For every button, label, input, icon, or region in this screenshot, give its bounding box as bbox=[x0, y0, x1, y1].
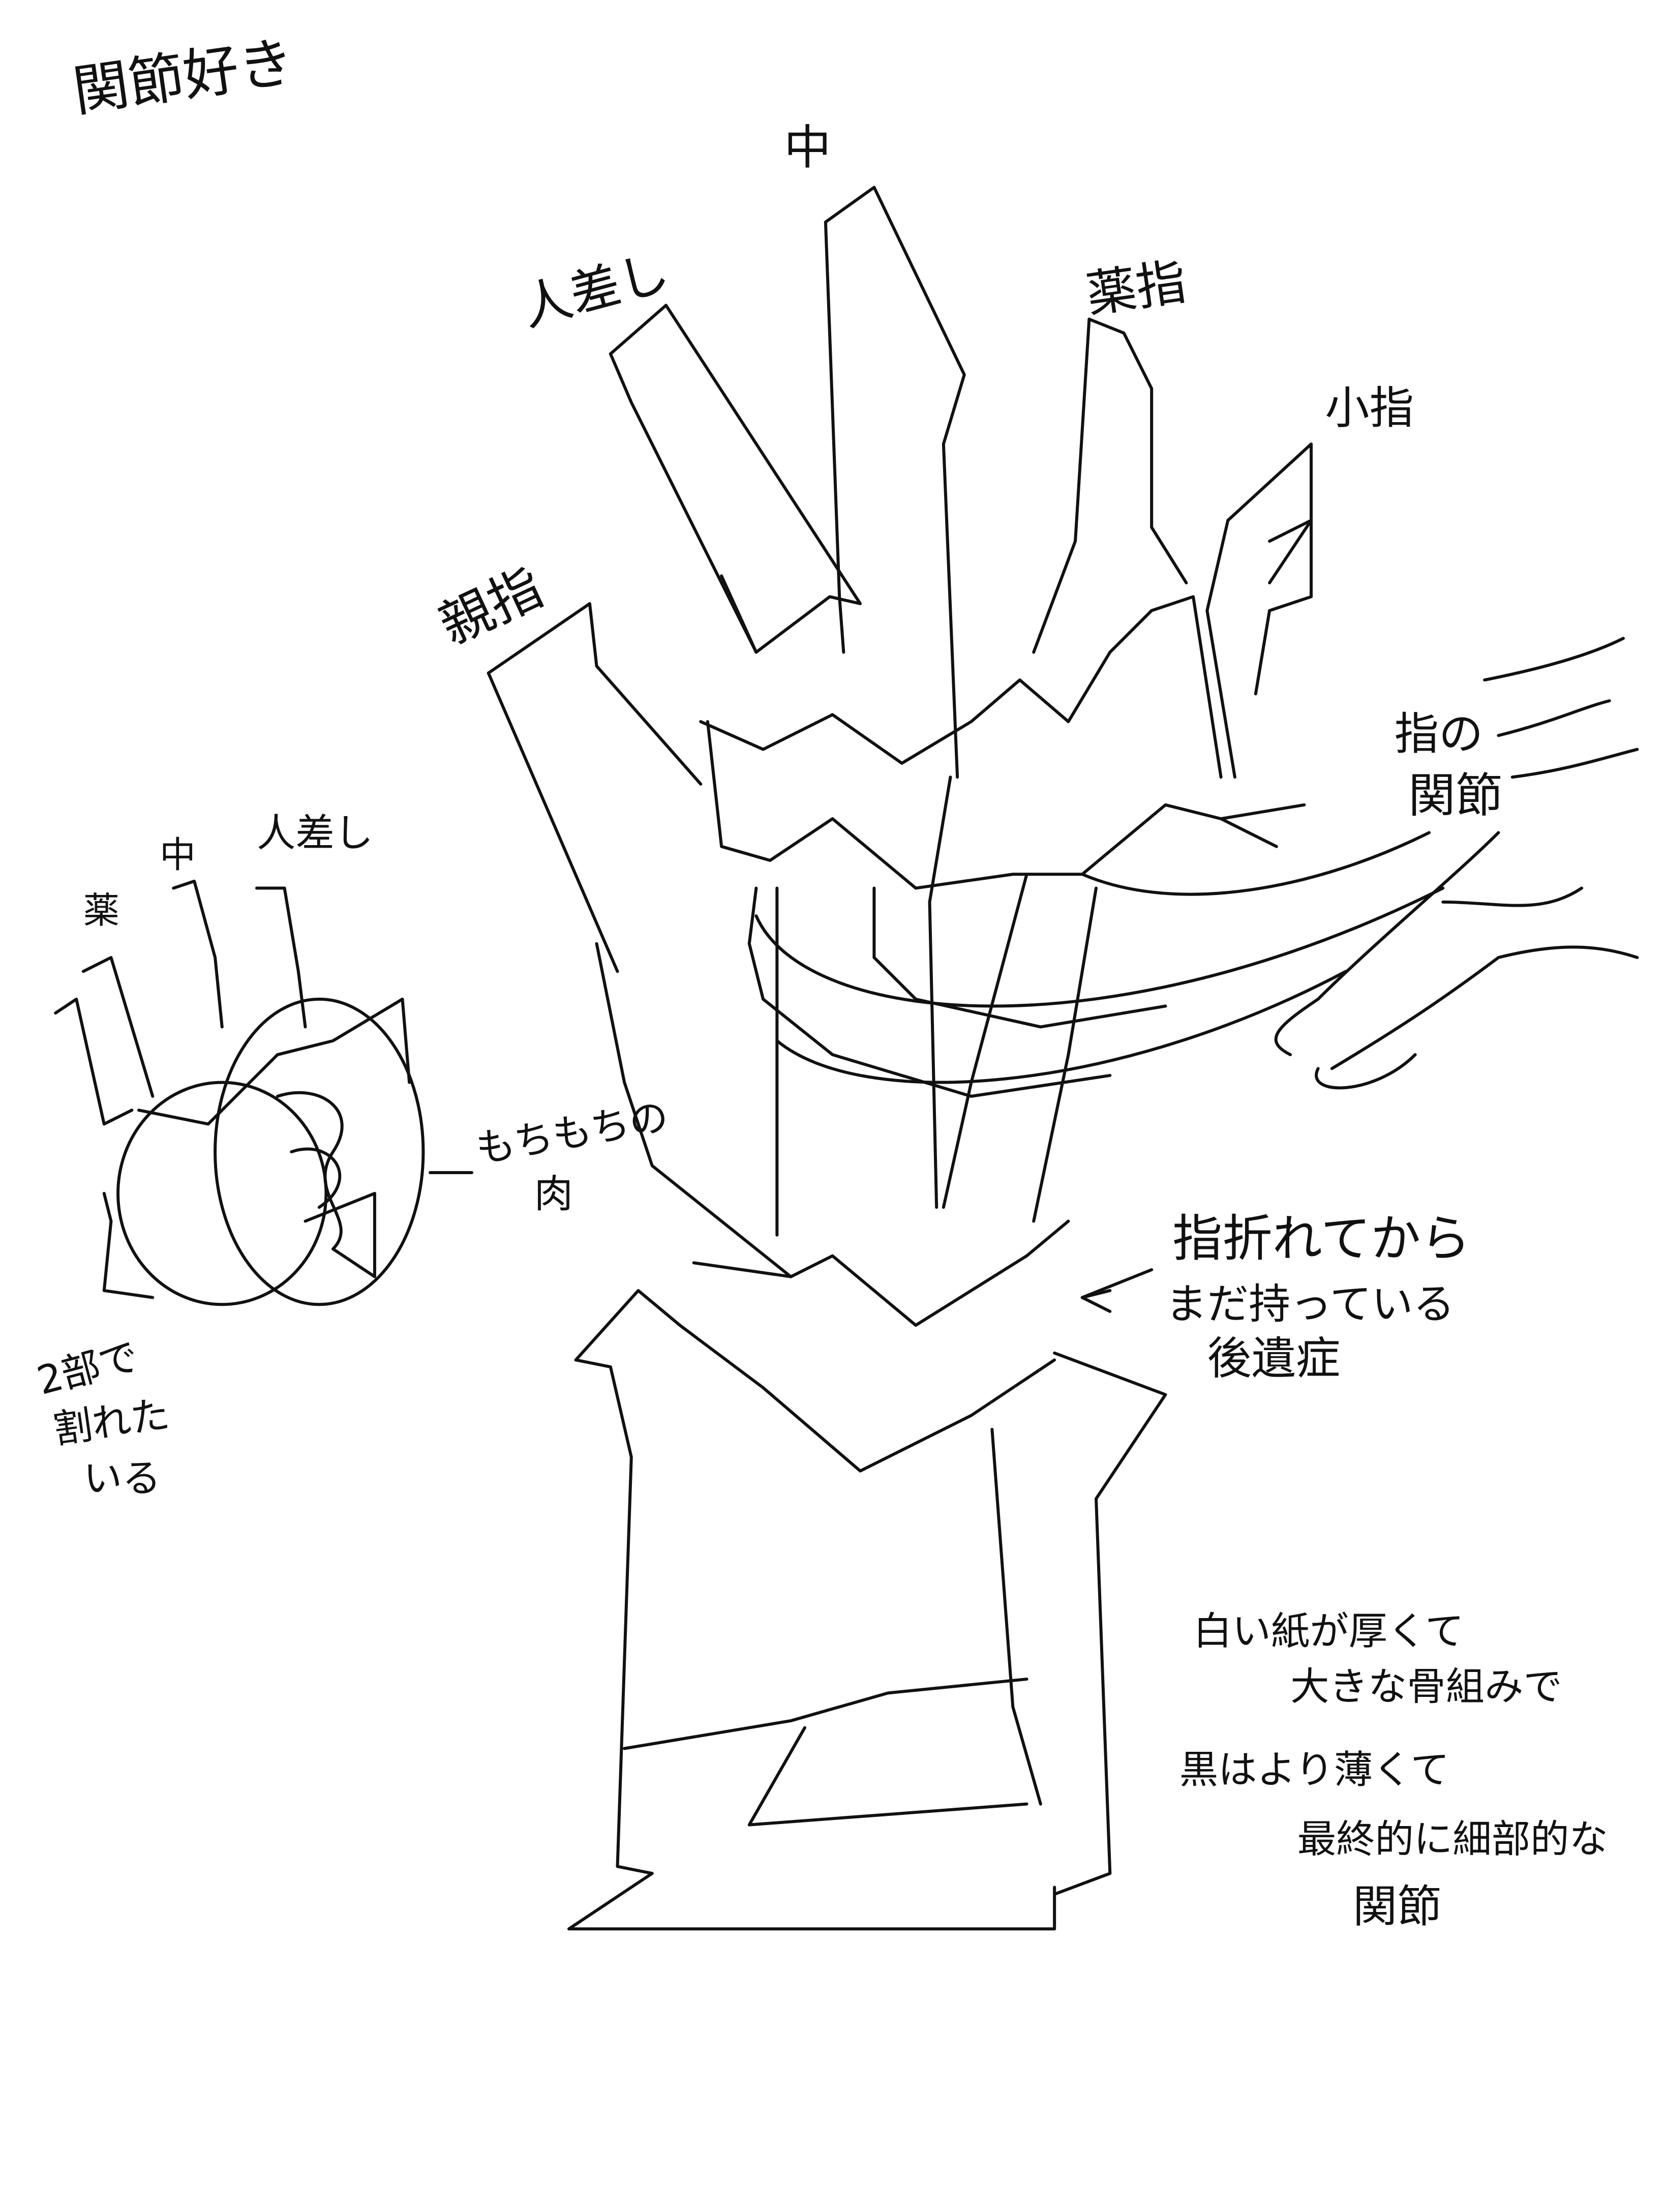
injury-note-line3: 後遺症 bbox=[1207, 1333, 1340, 1385]
material-note-line5: 関節 bbox=[1353, 1881, 1442, 1933]
flesh-note-line1: もちもちの bbox=[472, 1094, 672, 1173]
small-label-ring: 薬 bbox=[83, 889, 119, 932]
joint-label-line1: 指の bbox=[1395, 708, 1484, 760]
material-note-line3: 黒はより薄くて bbox=[1179, 1748, 1449, 1793]
flesh-note-line2: 肉 bbox=[534, 1172, 573, 1217]
split-note-line3: いる bbox=[83, 1456, 161, 1502]
material-note-line1: 白い紙が厚くて bbox=[1193, 1609, 1464, 1654]
material-note-line4: 最終的に細部的な bbox=[1297, 1817, 1608, 1862]
small-hand-sketch bbox=[54, 879, 473, 1306]
split-note-line2: 割れた bbox=[51, 1392, 172, 1453]
label-middle: 中 bbox=[784, 120, 831, 175]
hand-drawing bbox=[487, 186, 1445, 1931]
small-label-index: 人差し bbox=[257, 811, 373, 856]
injury-note-line2: まだ持っている bbox=[1165, 1280, 1455, 1329]
joint-label-line2: 関節 bbox=[1408, 768, 1503, 823]
label-little: 小指 bbox=[1325, 382, 1414, 434]
small-label-middle: 中 bbox=[160, 834, 196, 876]
split-note-line1: 2部で bbox=[33, 1334, 143, 1404]
reference-hand-drawing bbox=[1274, 637, 1639, 1090]
label-index: 人差し bbox=[516, 243, 675, 338]
title-text: 関節好き bbox=[69, 29, 298, 125]
label-ring: 薬指 bbox=[1083, 253, 1190, 324]
material-note-line2: 大きな骨組みで bbox=[1290, 1664, 1562, 1710]
injury-note-line1: 指折れてから bbox=[1172, 1210, 1470, 1268]
